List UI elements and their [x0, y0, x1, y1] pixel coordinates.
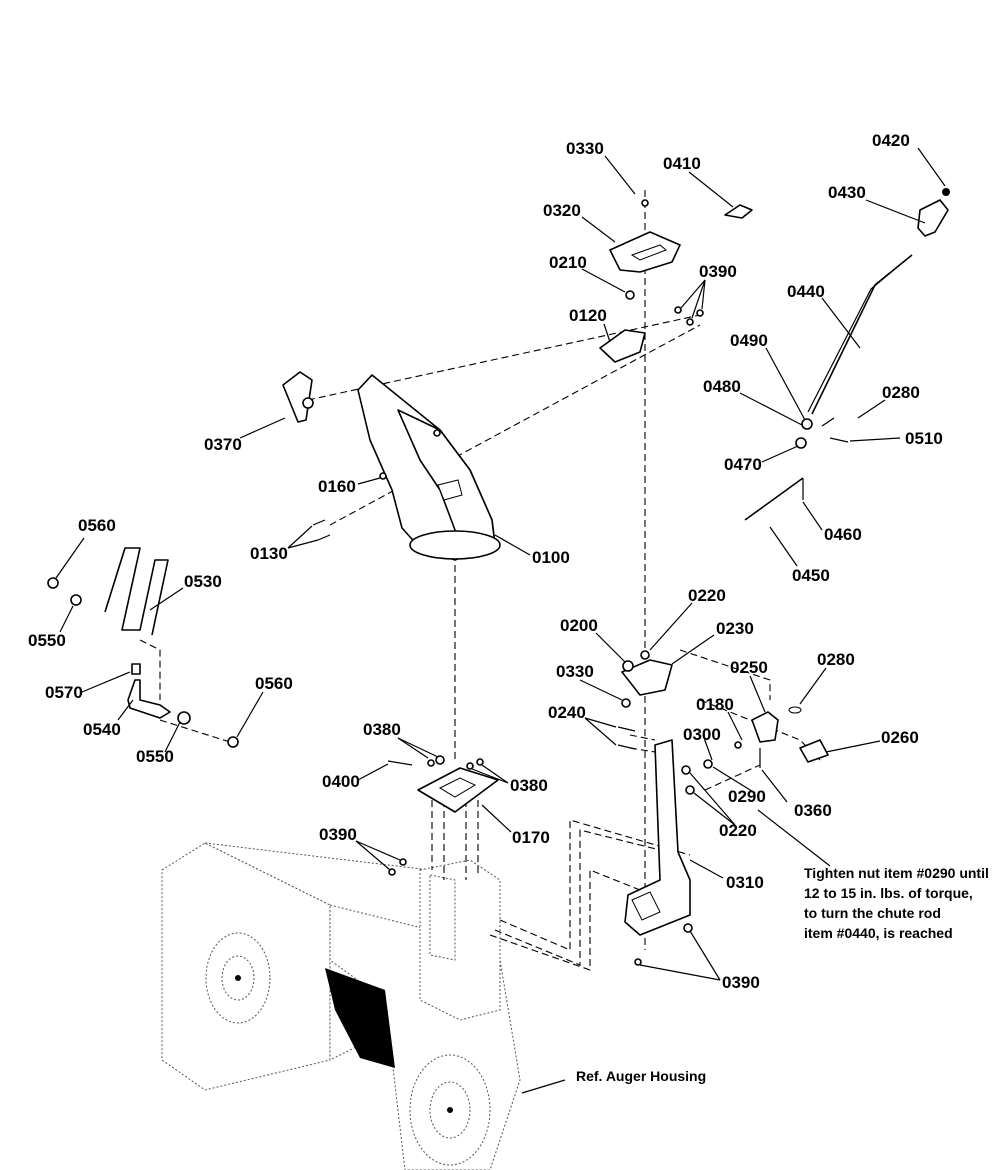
- callout-0490: 0490: [730, 331, 768, 350]
- callout-0470: 0470: [724, 455, 762, 474]
- rod-bracket: [621, 659, 673, 696]
- bearing-bracket: [751, 711, 779, 743]
- spring: [104, 547, 169, 636]
- torque-note-line: item #0440, is reached: [804, 925, 953, 941]
- callout-0130: 0130: [250, 544, 288, 563]
- callout-0540: 0540: [83, 720, 121, 739]
- callout-0230: 0230: [716, 619, 754, 638]
- callout-0260: 0260: [881, 728, 919, 747]
- callout-0120: 0120: [569, 306, 607, 325]
- torque-note-line: 12 to 15 in. lbs. of torque,: [804, 885, 973, 901]
- callout-0220: 0220: [719, 821, 757, 840]
- callout-0550: 0550: [28, 631, 66, 650]
- callout-0570: 0570: [45, 683, 83, 702]
- callout-0450: 0450: [792, 566, 830, 585]
- support-post: [624, 739, 691, 936]
- callout-0380: 0380: [510, 776, 548, 795]
- callout-0430: 0430: [828, 183, 866, 202]
- callout-0180: 0180: [696, 695, 734, 714]
- callout-0240: 0240: [548, 703, 586, 722]
- crank-knob: [917, 199, 949, 237]
- parts: [47, 188, 950, 966]
- assembly-lines: [139, 190, 821, 971]
- torque-note-line: Tighten nut item #0290 until: [804, 865, 989, 881]
- reference-label: Ref. Auger Housing: [576, 1068, 706, 1084]
- callout-0220: 0220: [688, 586, 726, 605]
- callout-0320: 0320: [543, 201, 581, 220]
- callout-0160: 0160: [318, 477, 356, 496]
- callout-labels: 0330 0410 0420 0430 0320 0210 0390 0120 …: [28, 131, 943, 992]
- deflector-bracket: [599, 329, 646, 363]
- deflector-handle: [282, 371, 313, 423]
- callout-0280: 0280: [882, 383, 920, 402]
- callout-0390: 0390: [722, 973, 760, 992]
- auger-housing: [161, 842, 521, 1170]
- callout-0510: 0510: [905, 429, 943, 448]
- callout-0380: 0380: [363, 720, 401, 739]
- lower-rod: [744, 477, 804, 521]
- callout-0300: 0300: [683, 725, 721, 744]
- lever: [127, 679, 171, 719]
- callout-0560: 0560: [78, 516, 116, 535]
- callout-0100: 0100: [532, 548, 570, 567]
- callout-0440: 0440: [787, 282, 825, 301]
- callout-0550: 0550: [136, 747, 174, 766]
- callout-0480: 0480: [703, 377, 741, 396]
- callout-0360: 0360: [794, 801, 832, 820]
- callout-0280: 0280: [817, 650, 855, 669]
- torque-note-line: to turn the chute rod: [804, 905, 941, 921]
- gear: [799, 739, 829, 763]
- callout-0200: 0200: [560, 616, 598, 635]
- leader-lines: [55, 147, 946, 1094]
- torque-note: Tighten nut item #0290 until 12 to 15 in…: [804, 865, 989, 941]
- callout-0330: 0330: [566, 139, 604, 158]
- callout-0250: 0250: [730, 658, 768, 677]
- callout-0210: 0210: [549, 253, 587, 272]
- callout-0530: 0530: [184, 572, 222, 591]
- callout-0460: 0460: [824, 525, 862, 544]
- callout-0390: 0390: [319, 825, 357, 844]
- callout-0400: 0400: [322, 772, 360, 791]
- callout-0420: 0420: [872, 131, 910, 150]
- callout-0390: 0390: [699, 262, 737, 281]
- callout-0410: 0410: [663, 154, 701, 173]
- callout-0560: 0560: [255, 674, 293, 693]
- callout-0370: 0370: [204, 435, 242, 454]
- callout-0290: 0290: [728, 787, 766, 806]
- callout-0310: 0310: [726, 873, 764, 892]
- callout-0330: 0330: [556, 662, 594, 681]
- callout-0170: 0170: [512, 828, 550, 847]
